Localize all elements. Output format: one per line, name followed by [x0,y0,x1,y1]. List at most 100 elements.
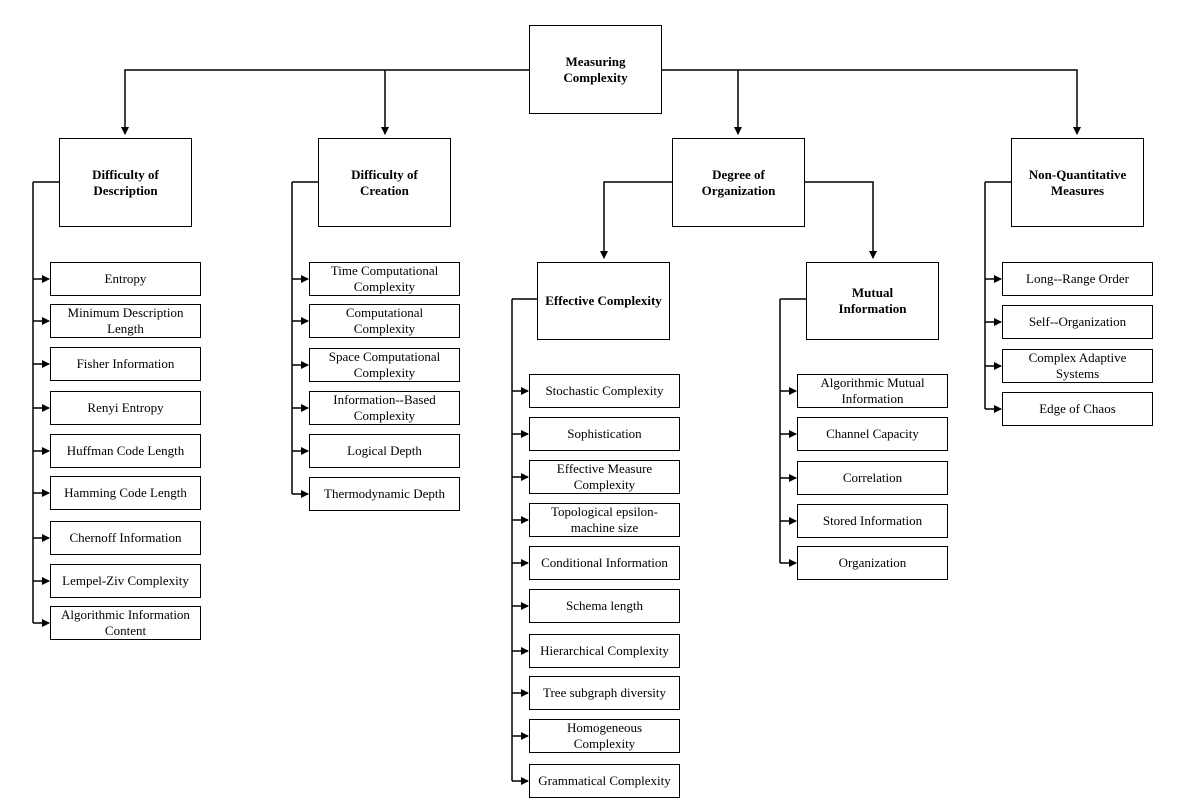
description-item-fisher-information-label-line: Fisher Information [76,356,175,371]
mutual-item-stored-information-label-line: Stored Information [822,513,923,528]
effective-item-topological-epsilon-machine-size: Topological epsilon-machine size [529,503,680,537]
category-node-organization-label-line: Organization [701,182,776,198]
subcategory-node-effective: Effective Complexity [537,262,670,340]
description-item-algorithmic-information-content-label-line: Content [104,623,147,638]
organization-connector-mutual [805,181,877,259]
description-item-minimum-description-length-label-line: Length [107,321,144,336]
effective-item-homogeneous-complexity-label-line: Homogeneous [566,720,643,735]
mutual-item-correlation: Correlation [797,461,948,495]
description-item-hamming-code-length: Hamming Code Length [50,476,201,510]
creation-item-computational-complexity-label-line: Computational [345,305,424,320]
effective-item-grammatical-complexity-label-line: Grammatical Complexity [538,773,671,788]
category-node-organization-label-line: Degree of [712,166,765,182]
creation-item-thermodynamic-depth: Thermodynamic Depth [309,477,460,511]
category-node-description-label-line: Description [93,182,158,198]
mutual-item-organization-label-line: Organization [838,555,907,570]
root-node-measuring-complexity-label-line: Measuring [565,53,626,69]
effective-item-sophistication-label-line: Sophistication [567,426,642,441]
description-item-entropy-label-line: Entropy [104,271,147,286]
category-node-description-label-line: Difficulty of [92,166,159,182]
category-node-nonquant-label-line: Non-Quantitative [1028,166,1127,182]
effective-item-homogeneous-complexity-label-line: Complexity [573,736,636,751]
effective-item-effective-measure-complexity-label-line: Complexity [573,477,636,492]
organization-connector-effective [600,181,672,259]
creation-item-space-computational-complexity-label-line: Space Computational [328,349,441,364]
nonquant-item-long-range-order-label-line: Long--Range Order [1026,271,1129,286]
creation-item-space-computational-complexity-label-line: Complexity [353,365,416,380]
description-item-renyi-entropy-label-line: Renyi Entropy [87,400,164,415]
effective-item-sophistication: Sophistication [529,417,680,451]
creation-item-information-based-complexity-label-line: Complexity [353,408,416,423]
description-item-entropy: Entropy [50,262,201,296]
creation-item-time-computational-complexity-label-line: Complexity [353,279,416,294]
description-item-lempel-ziv-complexity: Lempel-Ziv Complexity [50,564,201,598]
mutual-item-organization: Organization [797,546,948,580]
effective-item-hierarchical-complexity: Hierarchical Complexity [529,634,680,668]
root-node-measuring-complexity-label-line: Complexity [563,69,628,85]
mutual-item-channel-capacity-label-line: Channel Capacity [826,426,919,441]
subcategory-node-mutual-label-line: Mutual [851,285,894,300]
description-item-huffman-code-length: Huffman Code Length [50,434,201,468]
description-item-fisher-information: Fisher Information [50,347,201,381]
subcategory-node-mutual-label-line: Information [838,301,907,316]
effective-item-tree-subgraph-diversity: Tree subgraph diversity [529,676,680,710]
mutual-item-algorithmic-mutual-information-label-line: Algorithmic Mutual [820,375,925,390]
mutual-item-correlation-label-line: Correlation [842,470,903,485]
creation-item-computational-complexity-label-line: Complexity [353,321,416,336]
mutual-item-stored-information: Stored Information [797,504,948,538]
root-connector-description [121,69,529,135]
effective-item-conditional-information-label-line: Conditional Information [541,555,668,570]
effective-item-hierarchical-complexity-label-line: Hierarchical Complexity [540,643,669,658]
effective-item-conditional-information: Conditional Information [529,546,680,580]
nonquant-item-edge-of-chaos: Edge of Chaos [1002,392,1153,426]
creation-item-time-computational-complexity-label-line: Time Computational [330,263,439,278]
effective-item-stochastic-complexity-label-line: Stochastic Complexity [545,383,664,398]
mutual-item-algorithmic-mutual-information-label-line: Information [841,391,904,406]
effective-item-grammatical-complexity: Grammatical Complexity [529,764,680,798]
effective-item-topological-epsilon-machine-size-label-line: machine size [570,520,639,535]
description-item-renyi-entropy: Renyi Entropy [50,391,201,425]
effective-item-effective-measure-complexity-label-line: Effective Measure [556,461,653,476]
effective-item-schema-length: Schema length [529,589,680,623]
creation-item-logical-depth: Logical Depth [309,434,460,468]
nonquant-item-edge-of-chaos-label-line: Edge of Chaos [1039,401,1116,416]
nonquant-item-self-organization: Self--Organization [1002,305,1153,339]
mutual-item-channel-capacity: Channel Capacity [797,417,948,451]
effective-item-topological-epsilon-machine-size-label-line: Topological epsilon- [550,504,659,519]
description-item-chernoff-information: Chernoff Information [50,521,201,555]
effective-item-tree-subgraph-diversity-label-line: Tree subgraph diversity [542,685,666,700]
subcategory-node-effective-label-line: Effective Complexity [545,293,662,308]
nonquant-item-complex-adaptive-systems-label-line: Complex Adaptive [1028,350,1127,365]
creation-item-thermodynamic-depth-label-line: Thermodynamic Depth [324,486,445,501]
description-item-algorithmic-information-content-label-line: Algorithmic Information [61,607,190,622]
nonquant-item-long-range-order: Long--Range Order [1002,262,1153,296]
description-item-lempel-ziv-complexity-label-line: Lempel-Ziv Complexity [62,573,189,588]
creation-item-information-based-complexity-label-line: Information--Based [333,392,436,407]
effective-item-schema-length-label-line: Schema length [566,598,643,613]
root-connector-nonquant [662,69,1081,135]
category-node-creation-label-line: Difficulty of [351,166,418,182]
creation-item-logical-depth-label-line: Logical Depth [347,443,422,458]
effective-item-stochastic-complexity: Stochastic Complexity [529,374,680,408]
nonquant-item-self-organization-label-line: Self--Organization [1028,314,1127,329]
description-item-chernoff-information-label-line: Chernoff Information [69,530,182,545]
description-item-minimum-description-length-label-line: Minimum Description [67,305,184,320]
